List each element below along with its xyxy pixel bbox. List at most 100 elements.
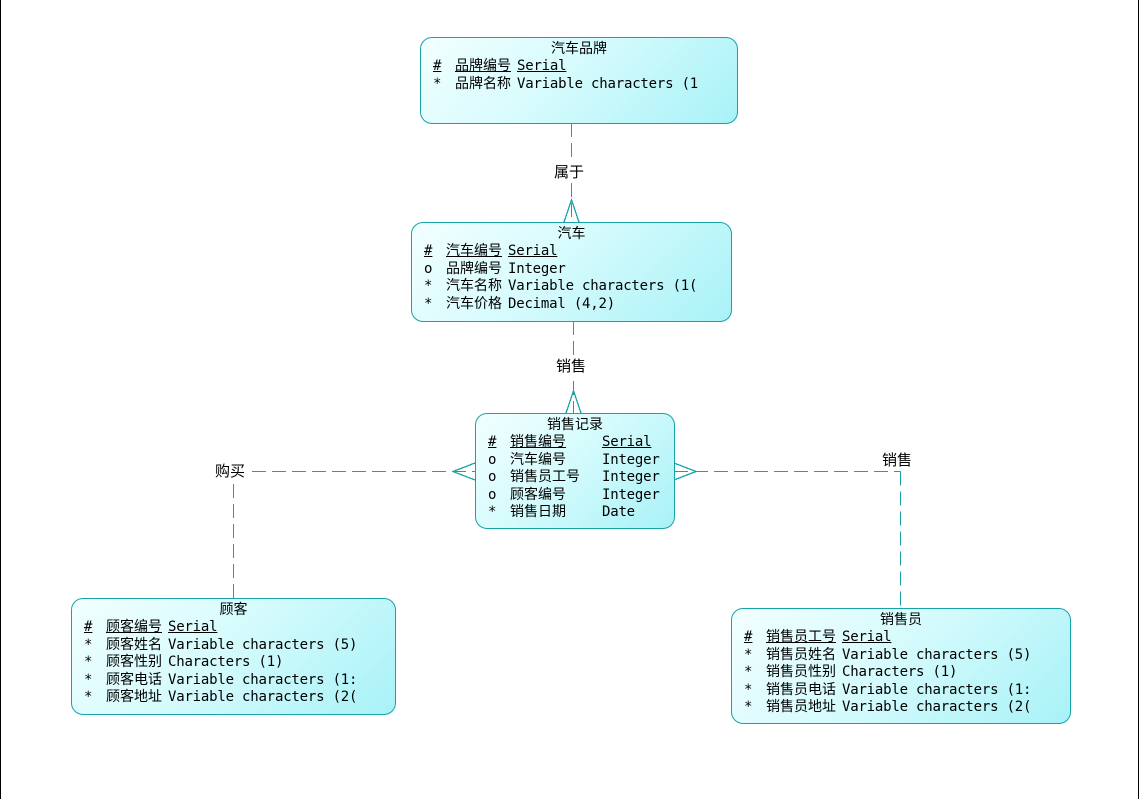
mandatory-marker: * xyxy=(744,646,753,663)
attribute-type: Integer xyxy=(602,451,660,468)
attribute-row[interactable]: * 顾客地址 Variable characters (2( xyxy=(72,689,395,707)
attribute-type: Variable characters (1 xyxy=(517,75,699,92)
entity-car-brand[interactable]: 汽车品牌 # 品牌编号 Serial * 品牌名称 Variable characters… xyxy=(420,37,738,124)
attribute-list: # 销售员工号 Serial * 销售员姓名 Variable characters (5… xyxy=(732,629,1070,717)
attribute-name: 销售员姓名 xyxy=(766,646,836,663)
attribute-row[interactable]: # 品牌编号 Serial xyxy=(421,58,737,76)
attribute-name: 顾客姓名 xyxy=(106,636,162,653)
attribute-name: 销售员电话 xyxy=(766,681,836,698)
attribute-type: Serial xyxy=(168,619,218,635)
entity-salesperson[interactable]: 销售员 # 销售员工号 Serial * 销售员姓名 Variable character… xyxy=(731,608,1071,724)
attribute-name: 汽车编号 xyxy=(510,451,566,468)
attribute-type: Variable characters (5) xyxy=(842,646,1032,663)
attribute-row[interactable]: * 顾客姓名 Variable characters (5) xyxy=(72,637,395,655)
attribute-type: Variable characters (1( xyxy=(508,278,698,295)
rel-label-car-sale[interactable]: 销售 xyxy=(556,357,587,375)
attribute-name: 销售员性别 xyxy=(766,664,836,681)
mandatory-marker: * xyxy=(744,664,753,681)
mandatory-marker: * xyxy=(433,75,442,92)
entity-title: 销售员 xyxy=(880,612,922,628)
attribute-name: 汽车名称 xyxy=(446,278,502,295)
rel-label-salesperson-sale[interactable]: 销售 xyxy=(882,451,913,469)
entity-title: 销售记录 xyxy=(547,417,603,433)
attribute-name: 销售日期 xyxy=(510,504,566,521)
attribute-type: Characters (1) xyxy=(168,654,284,671)
attribute-name: 品牌编号 xyxy=(446,260,502,277)
optional-marker: o xyxy=(488,451,497,468)
attribute-name: 顾客地址 xyxy=(106,689,162,706)
attribute-type: Variable characters (5) xyxy=(168,636,358,653)
mandatory-marker: * xyxy=(488,504,497,521)
primary-key-marker: # xyxy=(488,434,497,450)
attribute-type: Date xyxy=(602,504,635,521)
mandatory-marker: * xyxy=(424,278,433,295)
attribute-row[interactable]: * 汽车名称 Variable characters (1( xyxy=(412,278,731,296)
attribute-name: 品牌编号 xyxy=(455,58,511,74)
crowfoot-car-sale xyxy=(565,388,582,414)
mandatory-marker: * xyxy=(84,689,93,706)
crowfoot-belongs-to xyxy=(563,197,580,223)
primary-key-marker: # xyxy=(424,243,433,259)
attribute-row[interactable]: * 品牌名称 Variable characters (1 xyxy=(421,76,737,94)
primary-key-marker: # xyxy=(744,629,753,645)
mandatory-marker: * xyxy=(744,681,753,698)
attribute-name: 销售编号 xyxy=(510,434,566,450)
attribute-name: 品牌名称 xyxy=(455,75,511,92)
attribute-row[interactable]: * 顾客性别 Characters (1) xyxy=(72,654,395,672)
attribute-name: 销售员工号 xyxy=(766,629,836,645)
entity-title: 汽车 xyxy=(557,226,586,242)
attribute-type: Serial xyxy=(842,629,892,645)
attribute-row[interactable]: # 销售员工号 Serial xyxy=(732,629,1070,647)
optional-marker: o xyxy=(488,486,497,503)
crowfoot-salesperson-sale xyxy=(673,462,698,481)
attribute-type: Serial xyxy=(517,58,567,74)
attribute-name: 顾客编号 xyxy=(106,619,162,635)
attribute-type: Serial xyxy=(602,434,652,450)
primary-key-marker: # xyxy=(84,619,93,635)
attribute-name: 顾客性别 xyxy=(106,654,162,671)
attribute-row[interactable]: o 汽车编号 Integer xyxy=(476,452,674,470)
attribute-row[interactable]: * 销售员姓名 Variable characters (5) xyxy=(732,647,1070,665)
entity-title: 顾客 xyxy=(219,602,248,618)
attribute-name: 顾客电话 xyxy=(106,671,162,688)
attribute-type: Decimal (4,2) xyxy=(508,295,615,312)
canvas-right-border xyxy=(1138,0,1139,799)
attribute-type: Serial xyxy=(508,243,558,259)
attribute-type: Variable characters (2( xyxy=(168,689,358,706)
attribute-name: 汽车编号 xyxy=(446,243,502,259)
mandatory-marker: * xyxy=(84,636,93,653)
attribute-name: 顾客编号 xyxy=(510,486,566,503)
attribute-row[interactable]: * 销售员电话 Variable characters (1: xyxy=(732,682,1070,700)
attribute-row[interactable]: o 品牌编号 Integer xyxy=(412,261,731,279)
entity-car[interactable]: 汽车 # 汽车编号 Serial o 品牌编号 Integer * 汽车名称 Variable … xyxy=(411,222,732,322)
rel-label-belongs-to[interactable]: 属于 xyxy=(554,163,585,181)
primary-key-marker: # xyxy=(433,58,442,74)
entity-title: 汽车品牌 xyxy=(551,41,607,57)
attribute-row[interactable]: # 顾客编号 Serial xyxy=(72,619,395,637)
attribute-row[interactable]: # 汽车编号 Serial xyxy=(412,243,731,261)
attribute-row[interactable]: * 销售日期 Date xyxy=(476,504,674,522)
attribute-name: 汽车价格 xyxy=(446,295,502,312)
canvas-left-border xyxy=(0,0,1,799)
attribute-type: Variable characters (2( xyxy=(842,699,1032,716)
attribute-list: # 品牌编号 Serial * 品牌名称 Variable characters (1 xyxy=(421,58,737,93)
mandatory-marker: * xyxy=(84,654,93,671)
rel-label-purchase[interactable]: 购买 xyxy=(215,462,246,480)
attribute-name: 销售员工号 xyxy=(510,469,580,486)
attribute-type: Variable characters (1: xyxy=(842,681,1032,698)
entity-customer[interactable]: 顾客 # 顾客编号 Serial * 顾客姓名 Variable characters (… xyxy=(71,598,396,715)
attribute-row[interactable]: # 销售编号 Serial xyxy=(476,434,674,452)
mandatory-marker: * xyxy=(744,699,753,716)
mandatory-marker: * xyxy=(84,671,93,688)
attribute-type: Integer xyxy=(508,260,566,277)
optional-marker: o xyxy=(424,260,433,277)
